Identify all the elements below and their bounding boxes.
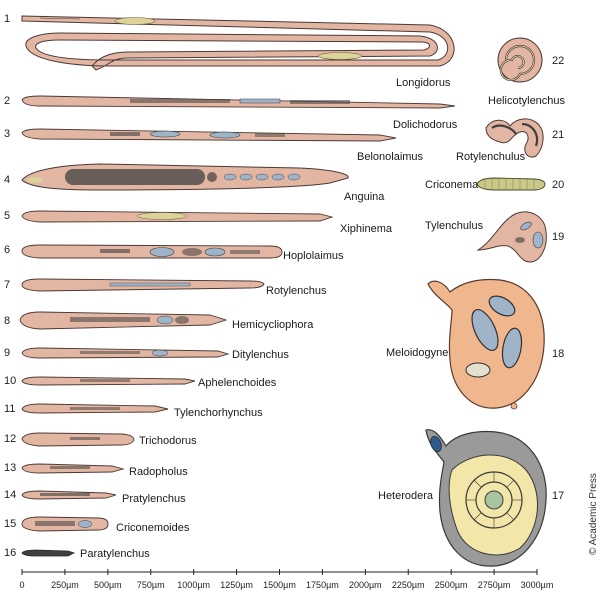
nematode-tylenchorhynchus (21, 403, 169, 414)
nematode-rotylenchus (21, 278, 265, 292)
row-number-22: 22 (552, 55, 564, 67)
scale-tick-label: 1750µm (306, 580, 339, 590)
label-rotylenchus: Rotylenchus (266, 285, 327, 297)
label-criconema: Criconema (425, 179, 479, 191)
scale-tick-label: 2000µm (349, 580, 382, 590)
label-xiphinema: Xiphinema (340, 223, 393, 235)
row-number-12: 12 (4, 433, 16, 445)
nematode-radopholus (21, 463, 125, 474)
nematode-paratylenchus (21, 549, 76, 557)
label-longidorus: Longidorus (396, 77, 451, 89)
label-dolichodorus: Dolichodorus (393, 119, 458, 131)
row-number-21: 21 (552, 129, 564, 141)
row-number-13: 13 (4, 462, 16, 474)
label-meloidogyne: Meloidogyne (386, 347, 448, 359)
scale-tick-label: 2250µm (392, 580, 425, 590)
row-number-6: 6 (4, 244, 10, 256)
nematode-heterodera (425, 429, 547, 567)
label-heterodera: Heterodera (378, 490, 434, 502)
label-hemicycliophora: Hemicycliophora (232, 319, 314, 331)
label-trichodorus: Trichodorus (139, 435, 197, 447)
copyright-credit: © Academic Press (588, 473, 599, 555)
nematode-dolichodorus (21, 95, 456, 109)
nematode-xiphinema (21, 210, 334, 223)
nematode-hemicycliophora (19, 311, 228, 330)
scale-tick-label: 1000µm (177, 580, 210, 590)
row-number-8: 8 (4, 315, 10, 327)
scale-tick-label: 1500µm (263, 580, 296, 590)
nematode-helicotylenchus (497, 37, 543, 83)
nematode-longidorus (21, 15, 455, 71)
label-tylenchorhynchus: Tylenchorhynchus (174, 407, 263, 419)
row-number-4: 4 (4, 174, 10, 186)
label-belonolaimus: Belonolaimus (357, 151, 424, 163)
row-number-5: 5 (4, 210, 10, 222)
nematode-rotylenchulus (485, 118, 544, 158)
scale-tick-label: 0 (19, 580, 24, 590)
nematode-anguina (21, 163, 349, 191)
row-number-15: 15 (4, 518, 16, 530)
label-criconemoides: Criconemoides (116, 522, 190, 534)
row-number-10: 10 (4, 375, 16, 387)
label-rotylenchulus: Rotylenchulus (456, 151, 526, 163)
scale-tick-label: 1250µm (220, 580, 253, 590)
row-number-18: 18 (552, 348, 564, 360)
scale-tick-label: 2500µm (435, 580, 468, 590)
label-aphelenchoides: Aphelenchoides (198, 377, 277, 389)
label-pratylenchus: Pratylenchus (122, 493, 186, 505)
nematode-meloidogyne (427, 278, 545, 410)
label-paratylenchus: Paratylenchus (80, 548, 150, 560)
row-number-1: 1 (4, 13, 10, 25)
scale-tick-label: 250µm (51, 580, 79, 590)
row-number-11: 11 (4, 403, 15, 415)
row-number-19: 19 (552, 231, 564, 243)
nematode-criconemoides (21, 516, 109, 532)
row-numbers: 1 2 3 4 5 6 7 8 9 10 11 12 13 14 15 16 (4, 13, 16, 559)
nematode-aphelenchoides (21, 376, 196, 386)
nematode-hoplolaimus (21, 244, 283, 259)
scale-tick-label: 750µm (137, 580, 165, 590)
nematode-pratylenchus (21, 490, 117, 500)
label-ditylenchus: Ditylenchus (232, 349, 289, 361)
row-number-7: 7 (4, 279, 10, 291)
nematode-belonolaimus (21, 128, 397, 142)
row-number-17: 17 (552, 490, 564, 502)
scale-bar: 0 250µm 500µm 750µm 1000µm 1250µm 1500µm 1750µm… (19, 569, 553, 590)
label-tylenchulus: Tylenchulus (425, 220, 484, 232)
row-number-2: 2 (4, 95, 10, 107)
row-number-20: 20 (552, 179, 564, 191)
label-helicotylenchus: Helicotylenchus (488, 95, 566, 107)
label-hoplolaimus: Hoplolaimus (283, 250, 344, 262)
label-radopholus: Radopholus (129, 466, 188, 478)
row-number-3: 3 (4, 128, 10, 140)
row-number-16: 16 (4, 547, 16, 559)
scale-tick-label: 2750µm (478, 580, 511, 590)
nematode-criconema (476, 177, 546, 191)
label-anguina: Anguina (344, 191, 385, 203)
nematode-trichodorus (21, 432, 135, 447)
nematode-tylenchulus (476, 211, 547, 263)
nematode-ditylenchus (21, 347, 230, 359)
scale-tick-label: 3000µm (521, 580, 554, 590)
scale-tick-label: 500µm (94, 580, 122, 590)
row-number-9: 9 (4, 347, 10, 359)
row-number-14: 14 (4, 489, 16, 501)
